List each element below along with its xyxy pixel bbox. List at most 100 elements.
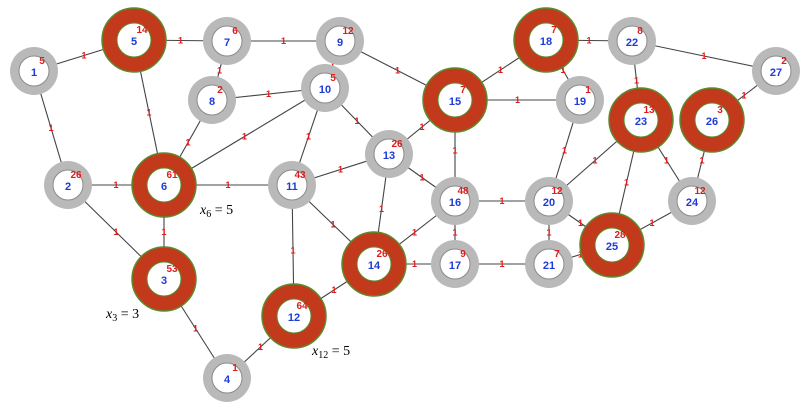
node-core-8 bbox=[196, 84, 228, 116]
node-id-label: 16 bbox=[449, 197, 461, 209]
node-id-label: 10 bbox=[319, 84, 331, 96]
node-id-label: 1 bbox=[31, 67, 37, 79]
edge-weight-11-12: 1 bbox=[290, 246, 295, 256]
edge-weight-23-25: 1 bbox=[624, 178, 629, 188]
node-26[interactable]: 263 bbox=[679, 87, 745, 153]
edge-weight-17-21: 1 bbox=[499, 259, 504, 269]
edge-weight-18-22: 1 bbox=[586, 36, 591, 46]
edge-weight-14-17: 1 bbox=[412, 259, 417, 269]
node-10[interactable]: 105 bbox=[301, 64, 349, 112]
edge-weight-11-14: 1 bbox=[330, 220, 335, 230]
edge-weight-11-13: 1 bbox=[338, 165, 343, 175]
node-core-13 bbox=[373, 138, 405, 170]
node-id-label: 3 bbox=[161, 275, 167, 287]
node-value-label: 26 bbox=[70, 170, 82, 181]
node-22[interactable]: 228 bbox=[608, 17, 656, 65]
node-18[interactable]: 187 bbox=[513, 7, 579, 73]
node-value-label: 53 bbox=[166, 264, 178, 275]
node-21[interactable]: 217 bbox=[525, 240, 573, 288]
node-core-23 bbox=[623, 102, 659, 138]
node-2[interactable]: 226 bbox=[44, 161, 92, 209]
node-3[interactable]: 353 bbox=[131, 246, 197, 312]
node-id-label: 21 bbox=[543, 260, 555, 272]
edge-weight-12-14: 1 bbox=[331, 285, 336, 295]
node-core-21 bbox=[533, 248, 565, 280]
edge-weight-22-27: 1 bbox=[701, 51, 706, 61]
edge-weight-5-6: 1 bbox=[146, 108, 151, 118]
node-id-label: 20 bbox=[543, 197, 555, 209]
edge-weight-1-2: 1 bbox=[48, 123, 53, 133]
node-id-label: 15 bbox=[449, 96, 461, 108]
edge-weight-15-19: 1 bbox=[515, 95, 520, 105]
node-value-label: 26 bbox=[391, 139, 403, 150]
node-value-label: 8 bbox=[637, 26, 643, 37]
node-6[interactable]: 661 bbox=[131, 152, 197, 218]
node-core-26 bbox=[694, 102, 730, 138]
annotation-x12: x12 = 5 bbox=[311, 344, 350, 361]
node-value-label: 7 bbox=[554, 249, 560, 260]
edge-weight-18-19: 1 bbox=[560, 65, 565, 75]
edge-weight-8-10: 1 bbox=[266, 89, 271, 99]
node-value-label: 13 bbox=[643, 105, 655, 116]
node-value-label: 7 bbox=[460, 85, 466, 96]
node-id-label: 22 bbox=[626, 37, 638, 49]
node-9[interactable]: 912 bbox=[316, 17, 364, 65]
node-core-10 bbox=[309, 72, 341, 104]
node-value-label: 14 bbox=[136, 25, 148, 36]
node-4[interactable]: 41 bbox=[203, 354, 251, 402]
edge-weight-16-17: 1 bbox=[452, 228, 457, 238]
node-value-label: 28 bbox=[614, 230, 626, 241]
node-19[interactable]: 191 bbox=[556, 76, 604, 124]
node-core-19 bbox=[564, 84, 596, 116]
node-15[interactable]: 157 bbox=[422, 67, 488, 133]
node-core-4 bbox=[211, 362, 243, 394]
node-core-2 bbox=[52, 169, 84, 201]
node-core-24 bbox=[676, 185, 708, 217]
edge-weight-9-10: 1 bbox=[330, 60, 335, 70]
node-core-20 bbox=[533, 185, 565, 217]
edge-weight-20-25: 1 bbox=[578, 218, 583, 228]
edge-weight-16-20: 1 bbox=[499, 196, 504, 206]
edge-weight-10-11: 1 bbox=[306, 132, 311, 142]
edge-weight-20-23: 1 bbox=[592, 156, 597, 166]
node-1[interactable]: 15 bbox=[10, 47, 58, 95]
edge-weight-7-9: 1 bbox=[281, 36, 286, 46]
node-value-label: 1 bbox=[232, 363, 238, 374]
node-5[interactable]: 514 bbox=[101, 7, 167, 73]
edge-weight-24-26: 1 bbox=[699, 156, 704, 166]
node-core-3 bbox=[146, 261, 182, 297]
edge-weight-13-15: 1 bbox=[419, 122, 424, 132]
node-17[interactable]: 179 bbox=[431, 240, 479, 288]
node-27[interactable]: 272 bbox=[752, 47, 800, 95]
node-id-label: 9 bbox=[337, 37, 343, 49]
annotation-x3: x3 = 3 bbox=[105, 307, 139, 324]
node-value-label: 12 bbox=[342, 26, 354, 37]
node-8[interactable]: 82 bbox=[188, 76, 236, 124]
node-core-7 bbox=[211, 25, 243, 57]
edge-weight-2-3: 1 bbox=[113, 227, 118, 237]
node-id-label: 17 bbox=[449, 260, 461, 272]
node-id-label: 6 bbox=[161, 181, 167, 193]
node-core-16 bbox=[439, 185, 471, 217]
node-core-5 bbox=[116, 22, 152, 58]
node-id-label: 19 bbox=[574, 96, 586, 108]
edge-weight-15-18: 1 bbox=[498, 65, 503, 75]
node-id-label: 27 bbox=[770, 67, 782, 79]
nodes-layer: 1522635341514661768291210511431264132614… bbox=[10, 7, 800, 402]
node-id-label: 7 bbox=[224, 37, 230, 49]
edge-weight-26-27: 1 bbox=[741, 91, 746, 101]
node-value-label: 48 bbox=[457, 186, 469, 197]
node-7[interactable]: 76 bbox=[203, 17, 251, 65]
node-core-17 bbox=[439, 248, 471, 280]
